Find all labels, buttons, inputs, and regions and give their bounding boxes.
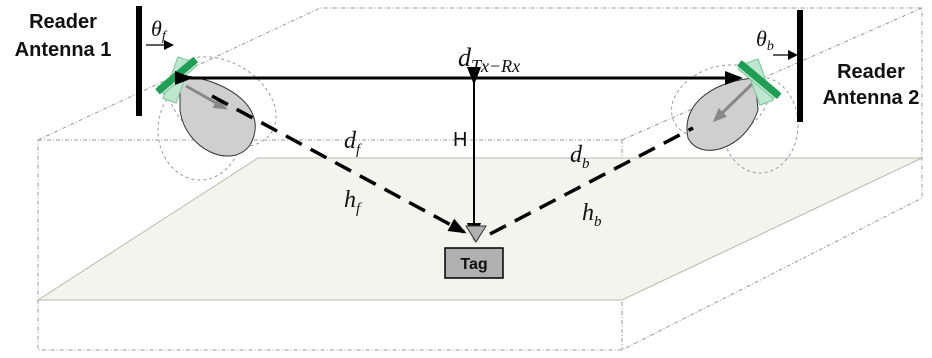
antenna1-label-line2: Antenna 1 [15, 39, 112, 61]
height-label: H [453, 129, 467, 151]
df-label: df [344, 128, 362, 158]
db-label: db [570, 142, 590, 172]
tag-antenna-icon [465, 225, 487, 243]
backward-path [489, 126, 694, 236]
antenna2-element [737, 58, 782, 106]
tag-label: Tag [460, 256, 487, 273]
antenna2-label-line2: Antenna 2 [823, 87, 920, 109]
antenna2-pattern [671, 64, 799, 174]
antenna1-pattern [157, 56, 277, 181]
theta-b-label: θb [756, 26, 774, 54]
dtxrx-label: dTx−Rx [458, 43, 520, 76]
forward-path [211, 94, 467, 234]
antenna1-label-line1: Reader [29, 11, 97, 33]
hf-label: hf [344, 187, 362, 217]
antenna2-label-line1: Reader [837, 61, 905, 83]
theta-f-label: θf [151, 16, 168, 44]
hb-label: hb [582, 200, 602, 230]
tag-box [444, 247, 504, 279]
